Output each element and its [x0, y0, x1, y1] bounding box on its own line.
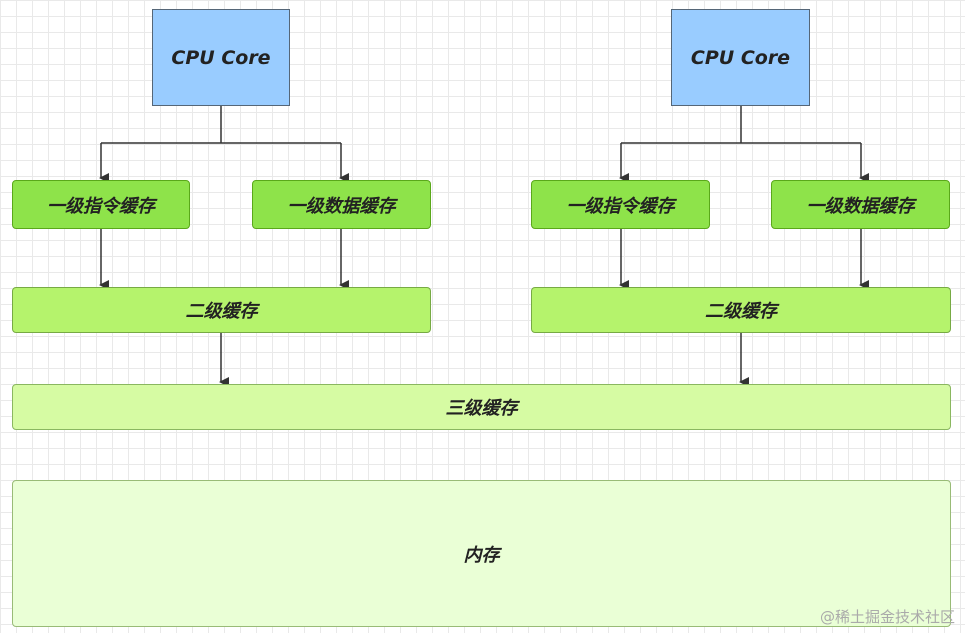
core2-l1-instruction-cache: 一级指令缓存 [531, 180, 710, 229]
main-memory: 内存 [12, 480, 951, 627]
core2-l2-cache: 二级缓存 [531, 287, 951, 333]
cpu-core-1: CPU Core [152, 9, 290, 106]
core1-l1-data-cache: 一级数据缓存 [252, 180, 431, 229]
cpu-core-2: CPU Core [671, 9, 810, 106]
core2-l1-data-cache: 一级数据缓存 [771, 180, 950, 229]
core2-l2-cache-label: 二级缓存 [705, 301, 777, 322]
core2-l1-instruction-cache-label: 一级指令缓存 [566, 195, 675, 217]
core2-l1-data-cache-label: 一级数据缓存 [806, 195, 915, 217]
watermark: @稀土掘金技术社区 [819, 608, 955, 626]
core1-l2-cache-label: 二级缓存 [185, 301, 258, 322]
core1-l1-data-cache-label: 一级数据缓存 [287, 195, 396, 217]
core1-l2-cache: 二级缓存 [12, 287, 431, 333]
cpu-core-2-label: CPU Core [690, 46, 791, 69]
main-memory-label: 内存 [463, 544, 500, 566]
l3-cache-label: 三级缓存 [445, 398, 518, 419]
core1-l1-instruction-cache: 一级指令缓存 [12, 180, 190, 229]
cpu-core-1-label: CPU Core [171, 46, 271, 69]
core1-to-l1-connector [101, 106, 341, 144]
core1-l1-instruction-cache-label: 一级指令缓存 [47, 195, 155, 217]
core2-to-l1-connector [621, 106, 861, 144]
l3-cache: 三级缓存 [12, 384, 951, 430]
